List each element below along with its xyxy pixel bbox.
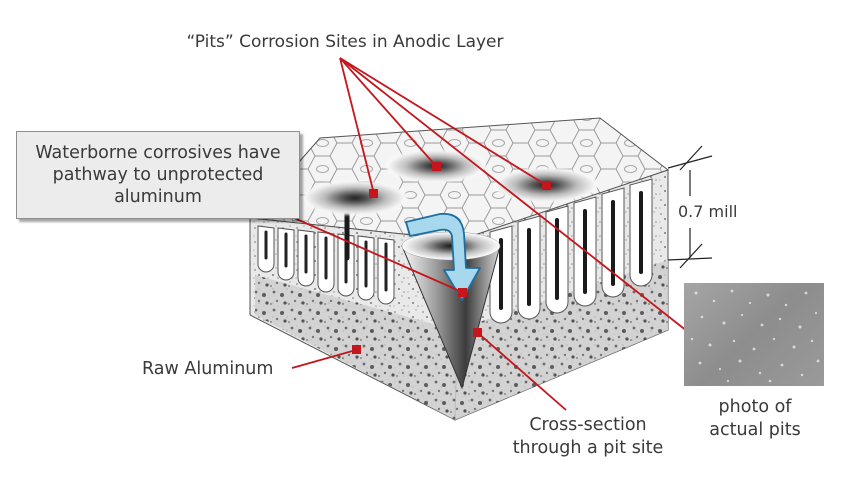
callout-line-1: Waterborne corrosives have bbox=[17, 142, 299, 164]
callout-line-3: aluminum bbox=[17, 186, 299, 208]
photo-caption: photo of actual pits bbox=[680, 396, 830, 442]
actual-pits-photo bbox=[684, 283, 824, 386]
photo-caption-line-2: actual pits bbox=[680, 419, 830, 442]
photo-caption-line-1: photo of bbox=[680, 396, 830, 419]
cross-section-line-2: through a pit site bbox=[468, 437, 708, 460]
thickness-label: 0.7 mill bbox=[678, 202, 737, 221]
cross-section-label: Cross-section through a pit site bbox=[468, 414, 708, 460]
raw-aluminum-label: Raw Aluminum bbox=[142, 359, 273, 379]
pit-1 bbox=[303, 181, 407, 215]
diagram-title: “Pits” Corrosion Sites in Anodic Layer bbox=[0, 32, 690, 52]
callout-box: Waterborne corrosives have pathway to un… bbox=[16, 131, 300, 219]
cross-section-line-1: Cross-section bbox=[468, 414, 708, 437]
callout-line-2: pathway to unprotected bbox=[17, 164, 299, 186]
pits-photo-dots bbox=[684, 283, 824, 386]
